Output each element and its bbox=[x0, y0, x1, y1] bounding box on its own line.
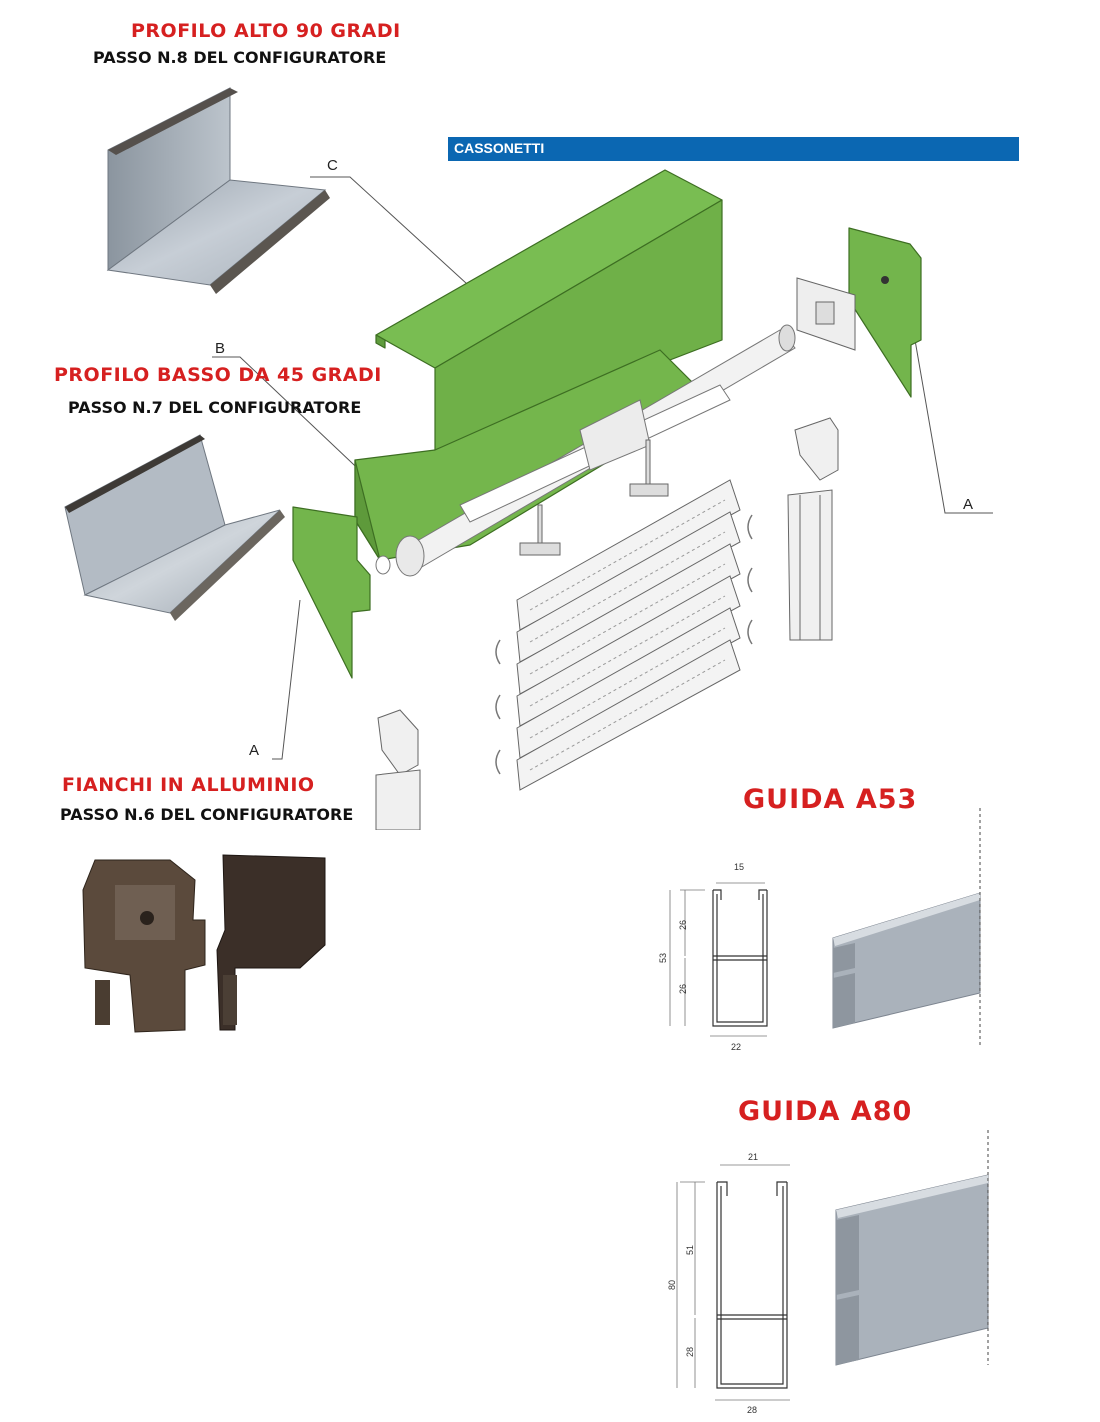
fianchi-step: PASSO N.6 DEL CONFIGURATORE bbox=[60, 805, 354, 824]
guida-a80-drawing: 21 51 28 80 28 bbox=[667, 1130, 989, 1415]
a53-dim-upper: 26 bbox=[678, 920, 688, 930]
guida-a53-title: GUIDA A53 bbox=[743, 784, 918, 815]
a53-dim-total: 53 bbox=[658, 953, 668, 963]
fianchi-photo bbox=[82, 854, 326, 1033]
cassonetti-label: CASSONETTI bbox=[454, 140, 545, 156]
profilo-alto-image bbox=[106, 87, 330, 294]
a80-dim-lower: 28 bbox=[685, 1347, 695, 1357]
a80-dim-bottom: 28 bbox=[747, 1405, 757, 1415]
callout-a-left: A bbox=[249, 742, 260, 759]
cassonetti-banner: CASSONETTI bbox=[448, 137, 1019, 161]
a53-dim-top: 15 bbox=[734, 862, 744, 872]
a53-dim-bottom: 22 bbox=[731, 1042, 741, 1052]
a80-dim-upper: 51 bbox=[685, 1245, 695, 1255]
cassonetto-exploded-diagram bbox=[212, 169, 993, 830]
profilo-alto-step: PASSO N.8 DEL CONFIGURATORE bbox=[93, 48, 387, 67]
a80-dim-total: 80 bbox=[667, 1280, 677, 1290]
a80-dim-top: 21 bbox=[748, 1152, 758, 1162]
profilo-basso-title: PROFILO BASSO DA 45 GRADI bbox=[54, 364, 382, 386]
guida-a80-title: GUIDA A80 bbox=[738, 1096, 913, 1127]
fianchi-title: FIANCHI IN ALLUMINIO bbox=[62, 774, 315, 796]
guida-a53-drawing: 15 26 26 53 22 bbox=[658, 808, 981, 1052]
a53-dim-lower: 26 bbox=[678, 984, 688, 994]
profilo-basso-image bbox=[64, 434, 285, 621]
callout-b: B bbox=[215, 340, 226, 357]
profilo-alto-title: PROFILO ALTO 90 GRADI bbox=[131, 20, 401, 42]
profilo-basso-step: PASSO N.7 DEL CONFIGURATORE bbox=[68, 398, 362, 417]
callout-c: C bbox=[327, 157, 338, 174]
callout-a-right: A bbox=[963, 496, 974, 513]
